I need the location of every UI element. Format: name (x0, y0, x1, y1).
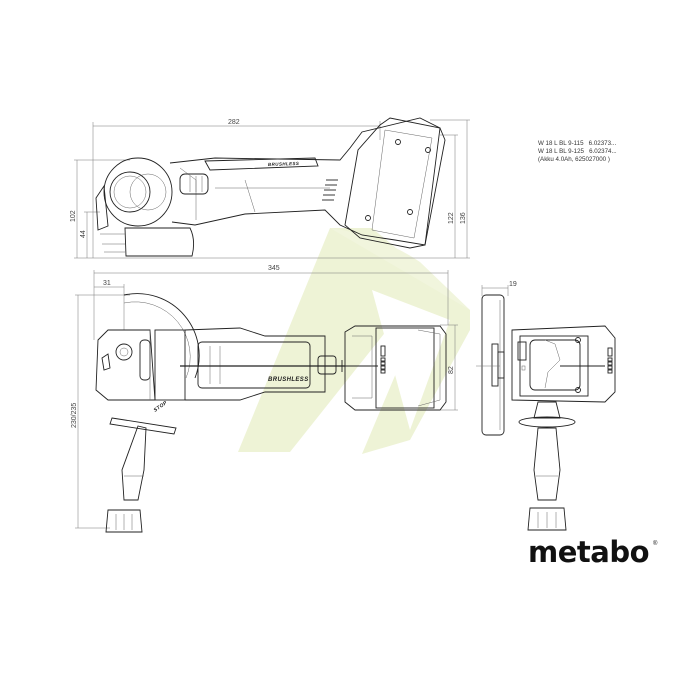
dim-136: 136 (460, 212, 467, 224)
spec-line-3: (Akku 4.0Ah, 625027000 ) (538, 156, 610, 163)
dim-345: 345 (268, 265, 280, 272)
model-specs: W 18 L BL 9-115 6.02373... W 18 L BL 9-1… (538, 140, 617, 164)
dim-44: 44 (80, 230, 87, 238)
spec-line-1: W 18 L BL 9-115 6.02373... (538, 140, 617, 147)
metabo-watermark-logo (238, 228, 470, 454)
side-handle (105, 417, 177, 533)
front-view: 19 (476, 281, 616, 531)
dim-230-235: 230/235 (71, 403, 78, 428)
dim-82: 82 (448, 366, 455, 374)
brushless-label-side: BRUSHLESS (268, 161, 300, 167)
metabo-logo: metabo (528, 535, 650, 569)
top-view: 345 31 230/235 82 STOP BRUSHLESS (71, 265, 458, 533)
dim-122: 122 (448, 212, 455, 224)
side-view: 282 102 44 122 136 (70, 117, 470, 259)
dim-282: 282 (228, 119, 240, 126)
vent-grill (322, 179, 338, 201)
dim-19: 19 (509, 281, 517, 288)
battery-charge-indicator (380, 357, 386, 374)
brushless-label-top: BRUSHLESS (268, 377, 309, 383)
spec-line-2: W 18 L BL 9-125 6.02374... (538, 148, 617, 155)
dim-102: 102 (70, 210, 77, 222)
disc-label: STOP (153, 400, 169, 414)
registered-mark: ® (653, 541, 658, 547)
dim-31: 31 (103, 280, 111, 287)
